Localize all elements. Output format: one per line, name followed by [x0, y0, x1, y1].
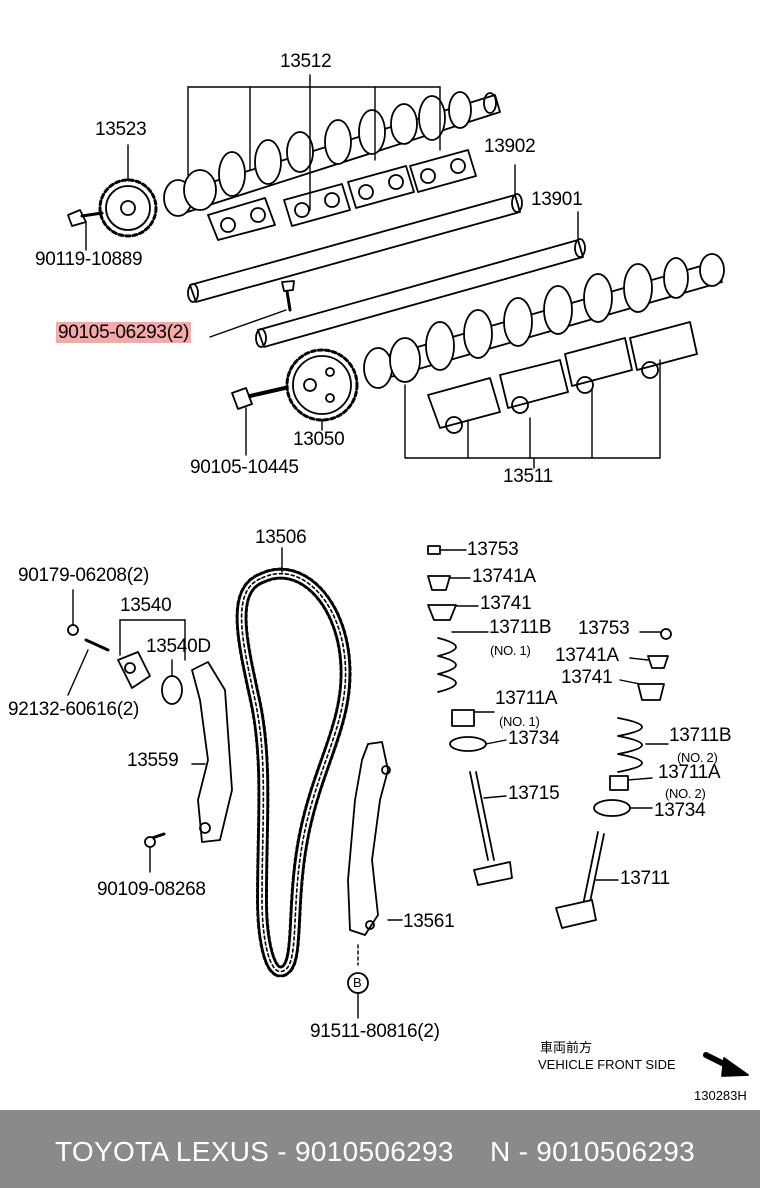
rocker-arms-lower [427, 321, 698, 434]
part-label-13901: 13901 [531, 189, 583, 210]
valve-stack-1 [427, 545, 513, 886]
diagram-code: 130283H [694, 1088, 747, 1103]
bolt-marker-b: B [353, 975, 362, 990]
part-label-13540D: 13540D [146, 636, 211, 657]
part-label-13540: 13540 [120, 595, 172, 616]
vehicle-front-note-jp: 車両前方 [540, 1040, 593, 1055]
part-label-13711A-1: 13711A [495, 688, 558, 709]
part-label-13741-1: 13741 [480, 593, 532, 614]
part-label-90179-06208: 90179-06208(2) [18, 565, 150, 586]
camshaft-upper [163, 91, 501, 217]
screw-90105-06293 [209, 280, 295, 338]
vehicle-front-note-en: VEHICLE FRONT SIDE [538, 1057, 676, 1072]
vvt-gear-13050 [285, 348, 359, 431]
part-label-13506: 13506 [255, 527, 307, 548]
footer-part-number: TOYOTA LEXUS - 9010506293 [55, 1136, 454, 1167]
footer-bar: TOYOTA LEXUS - 9010506293 N - 9010506293 [0, 1110, 760, 1188]
parts-diagram [67, 74, 749, 1077]
part-label-13711B-1: 13711B [489, 617, 552, 638]
part-label-13050: 13050 [293, 429, 345, 450]
rocker-shaft-13901 [255, 211, 586, 348]
slipper-13559 [191, 661, 233, 843]
part-label-90105-06293-highlighted[interactable]: 90105-06293(2) [56, 322, 192, 343]
part-label-13734-2: 13734 [654, 800, 706, 821]
rocker-arms-upper [207, 149, 477, 241]
timing-chain-13506 [235, 547, 352, 978]
part-label-13741-2: 13741 [561, 667, 613, 688]
sprocket-13523 [98, 144, 158, 238]
bolt-90119 [67, 209, 104, 251]
part-label-13715: 13715 [508, 783, 560, 804]
front-direction-arrow-icon [703, 1052, 749, 1077]
bolt-90105-10445 [231, 386, 287, 456]
guide-13561 [347, 741, 403, 936]
part-label-13523: 13523 [95, 119, 147, 140]
part-label-13753-1: 13753 [467, 539, 519, 560]
part-note-no1-a: (NO. 1) [490, 643, 531, 658]
part-label-90105-10445: 90105-10445 [190, 457, 299, 478]
part-label-13902: 13902 [484, 136, 536, 157]
part-label-13711B-2: 13711B [669, 725, 732, 746]
part-label-92132-60616: 92132-60616(2) [8, 699, 140, 720]
tensioner-13540 [117, 619, 186, 689]
part-label-13734-1: 13734 [508, 728, 560, 749]
part-label-13753-2: 13753 [578, 618, 630, 639]
nut-90179 [67, 589, 79, 636]
part-label-13511: 13511 [503, 466, 553, 487]
part-label-13561: 13561 [403, 911, 455, 932]
part-label-13512: 13512 [280, 51, 332, 72]
bracket-13511 [404, 359, 661, 469]
part-label-13741A-2: 13741A [555, 645, 619, 666]
part-label-13559: 13559 [127, 750, 179, 771]
bolt-90109 [144, 832, 166, 873]
part-label-13741A-1: 13741A [472, 566, 536, 587]
valve-stack-2 [555, 628, 672, 929]
part-label-13711: 13711 [620, 868, 670, 889]
part-label-90109-08268: 90109-08268 [97, 879, 206, 900]
footer-n-number: N - 9010506293 [490, 1136, 696, 1167]
part-label-13711A-2: 13711A [658, 762, 721, 783]
part-note-no2-b: (NO. 2) [665, 786, 706, 801]
camshaft-lower [363, 253, 725, 389]
rocker-shaft-13902 [187, 164, 523, 303]
bolt-91511 [347, 944, 369, 1019]
part-label-90119-10889: 90119-10889 [35, 249, 143, 270]
gasket-13540D [161, 659, 183, 705]
part-label-91511-80816: 91511-80816(2) [310, 1021, 440, 1042]
stud-92132 [67, 638, 110, 696]
part-note-no1-b: (NO. 1) [499, 714, 540, 729]
bracket-13512 [187, 74, 441, 211]
part-note-no2-a: (NO. 2) [677, 750, 718, 765]
